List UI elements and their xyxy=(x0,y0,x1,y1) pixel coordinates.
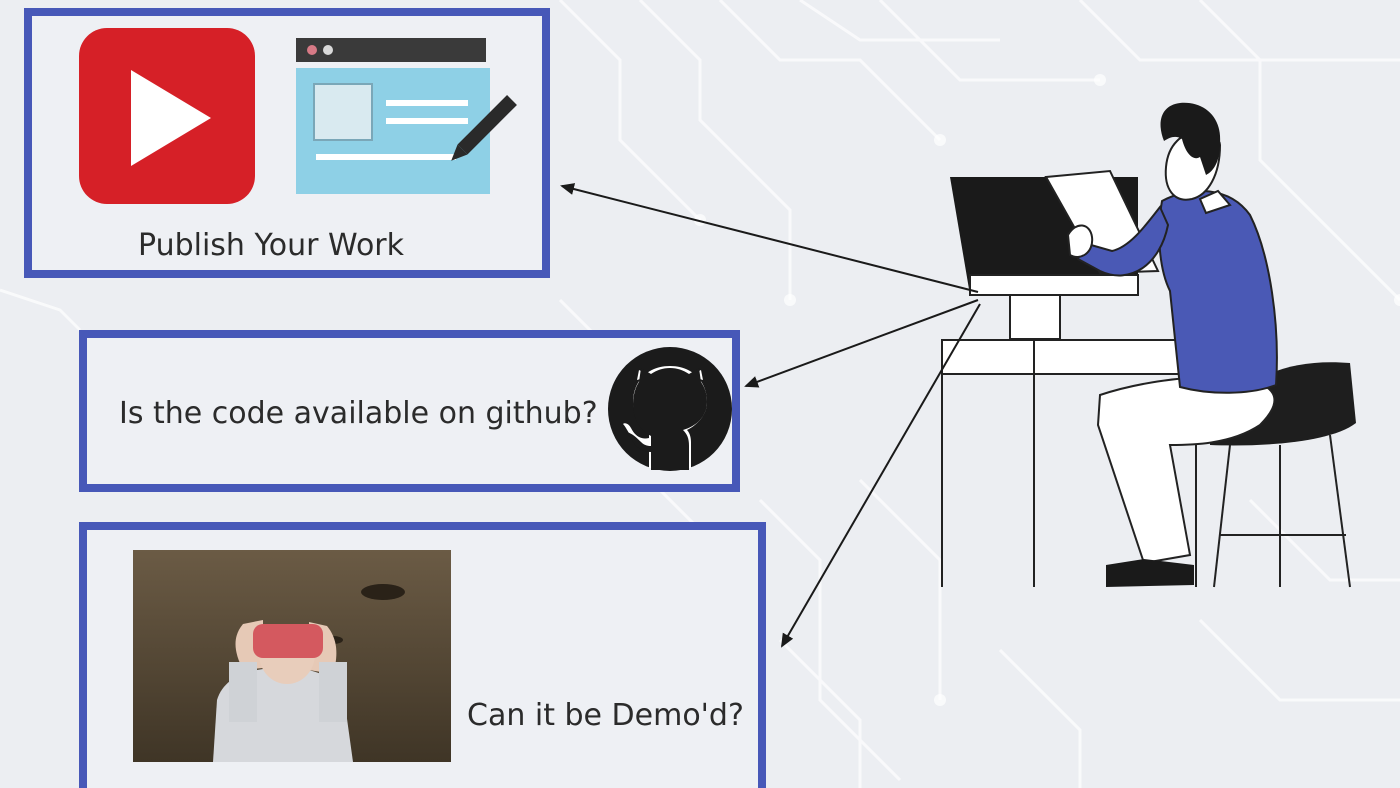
publish-work-label: Publish Your Work xyxy=(138,228,405,263)
demo-question-label: Can it be Demo'd? xyxy=(467,698,744,733)
youtube-icon xyxy=(79,28,255,204)
github-question-label: Is the code available on github? xyxy=(119,396,598,431)
publish-work-panel: Publish Your Work xyxy=(24,8,550,278)
vr-headset-photo xyxy=(133,550,451,762)
blog-editor-icon xyxy=(296,38,517,194)
github-panel: Is the code available on github? xyxy=(79,330,740,492)
demo-panel: Can it be Demo'd? xyxy=(79,522,766,788)
person-at-computer-illustration xyxy=(941,102,1356,588)
github-octocat-icon xyxy=(608,347,732,471)
